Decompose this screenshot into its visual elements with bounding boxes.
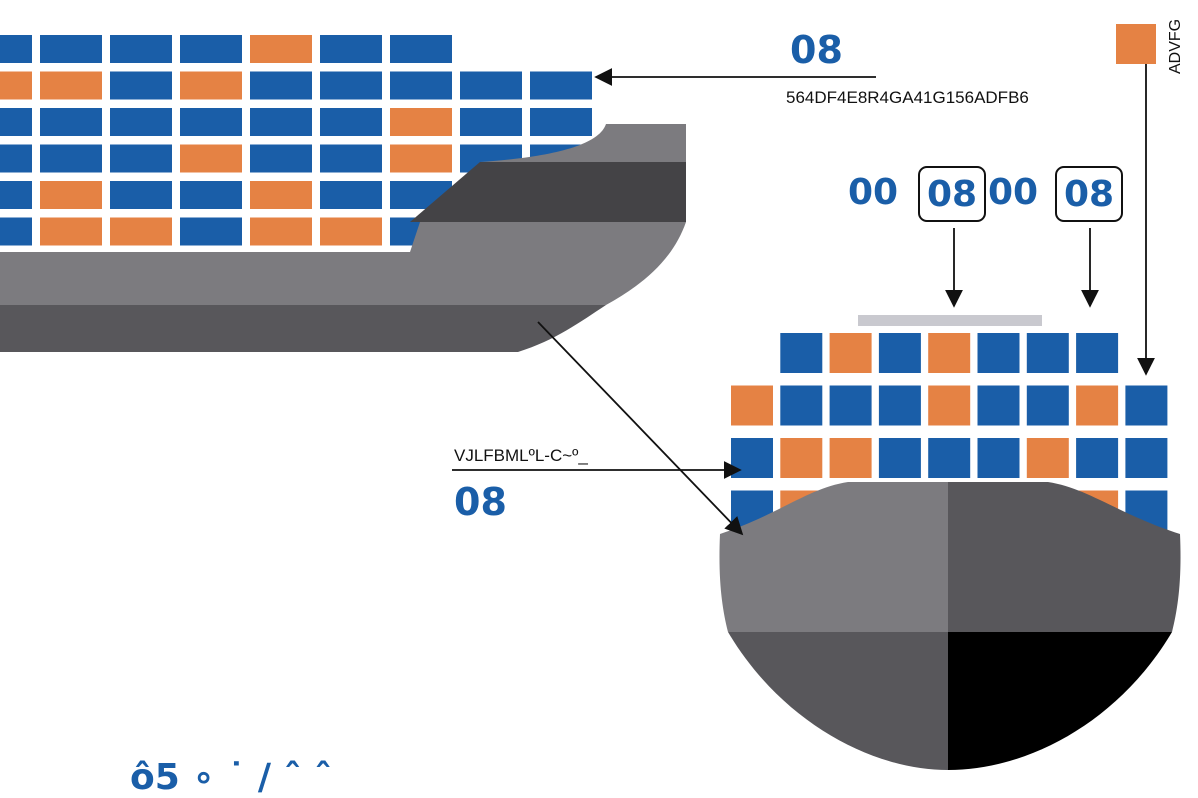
side-container: [0, 181, 32, 209]
side-container: [390, 108, 452, 136]
front-hull-left-upper: [719, 482, 948, 632]
side-container: [0, 35, 32, 63]
front-container: [829, 333, 872, 373]
side-container: [40, 181, 102, 209]
front-container: [928, 438, 971, 478]
side-container: [390, 35, 452, 63]
side-container: [0, 108, 32, 136]
side-container: [110, 35, 172, 63]
bottom-partial-text: ô5 ∘ ˙ ∕ ˆ ˆ: [130, 757, 333, 798]
side-container: [460, 108, 522, 136]
side-container: [250, 217, 312, 246]
side-container: [180, 181, 242, 209]
side-container: [0, 71, 32, 100]
front-container: [780, 385, 823, 426]
side-container: [320, 71, 382, 100]
side-container: [250, 144, 312, 173]
side-container: [40, 108, 102, 136]
front-container: [977, 385, 1020, 426]
front-hull-right-upper: [948, 482, 1181, 632]
front-container: [928, 333, 971, 373]
top-callout-text: 564DF4E8R4GA41G156ADFB6: [786, 88, 1029, 107]
side-container: [320, 35, 382, 63]
side-container: [110, 217, 172, 246]
side-container: [390, 71, 452, 100]
side-container: [250, 108, 312, 136]
code-part-3: 00: [988, 172, 1039, 213]
code-part-2-boxed: 08: [918, 166, 986, 222]
front-container: [780, 333, 823, 373]
front-container: [1026, 385, 1069, 426]
side-hull-upper: [0, 222, 686, 305]
top-callout-number: 08: [790, 28, 843, 72]
arrows: [452, 64, 1155, 536]
side-container: [180, 144, 242, 173]
side-container: [180, 35, 242, 63]
side-container: [460, 71, 522, 100]
front-container: [977, 438, 1020, 478]
side-view-hull: [0, 124, 686, 352]
front-container: [829, 438, 872, 478]
front-container: [878, 438, 921, 478]
side-container: [250, 181, 312, 209]
side-container: [0, 217, 32, 246]
front-view-gantry: [858, 315, 1042, 326]
side-container: [180, 217, 242, 246]
side-container: [390, 144, 452, 173]
code-part-1: 00: [848, 172, 899, 213]
arrow-hull-link: [537, 321, 744, 536]
side-container: [0, 144, 32, 173]
side-container: [530, 108, 592, 136]
side-container: [40, 144, 102, 173]
side-bow-top: [480, 124, 686, 162]
front-container: [1076, 438, 1119, 478]
side-container: [320, 144, 382, 173]
side-container: [320, 217, 382, 246]
side-container: [40, 71, 102, 100]
side-container: [250, 35, 312, 63]
front-container: [1125, 438, 1168, 478]
front-container: [731, 385, 773, 426]
front-container: [928, 385, 971, 426]
front-container: [1076, 385, 1119, 426]
side-container: [250, 71, 312, 100]
front-container: [731, 438, 773, 478]
side-container: [40, 217, 102, 246]
side-container: [110, 108, 172, 136]
legend-label: ADVFG: [1167, 18, 1184, 74]
left-callout-text: VJLFBMLºL-C~º_: [454, 446, 588, 465]
front-container: [780, 438, 823, 478]
side-container: [320, 181, 382, 209]
front-container: [1076, 333, 1119, 373]
side-container: [180, 71, 242, 100]
front-container: [977, 333, 1020, 373]
side-container: [40, 35, 102, 63]
side-container: [320, 108, 382, 136]
side-container: [530, 71, 592, 100]
front-container: [1125, 385, 1168, 426]
front-container: [1026, 333, 1069, 373]
front-view-hull: [719, 482, 1181, 770]
front-hull-left-lower: [728, 632, 948, 770]
side-container: [110, 71, 172, 100]
front-container: [878, 333, 921, 373]
front-container: [878, 385, 921, 426]
side-container: [180, 108, 242, 136]
side-container: [110, 181, 172, 209]
container-ship-diagram: [0, 24, 1181, 770]
legend-swatch: [1116, 24, 1156, 64]
side-container: [110, 144, 172, 173]
front-container: [829, 385, 872, 426]
side-deck-dark: [410, 162, 686, 222]
front-hull-keel: [948, 632, 1172, 770]
left-callout-number: 08: [454, 480, 507, 524]
front-container: [1026, 438, 1069, 478]
code-part-4-boxed: 08: [1055, 166, 1123, 222]
side-hull-lower: [0, 305, 606, 352]
